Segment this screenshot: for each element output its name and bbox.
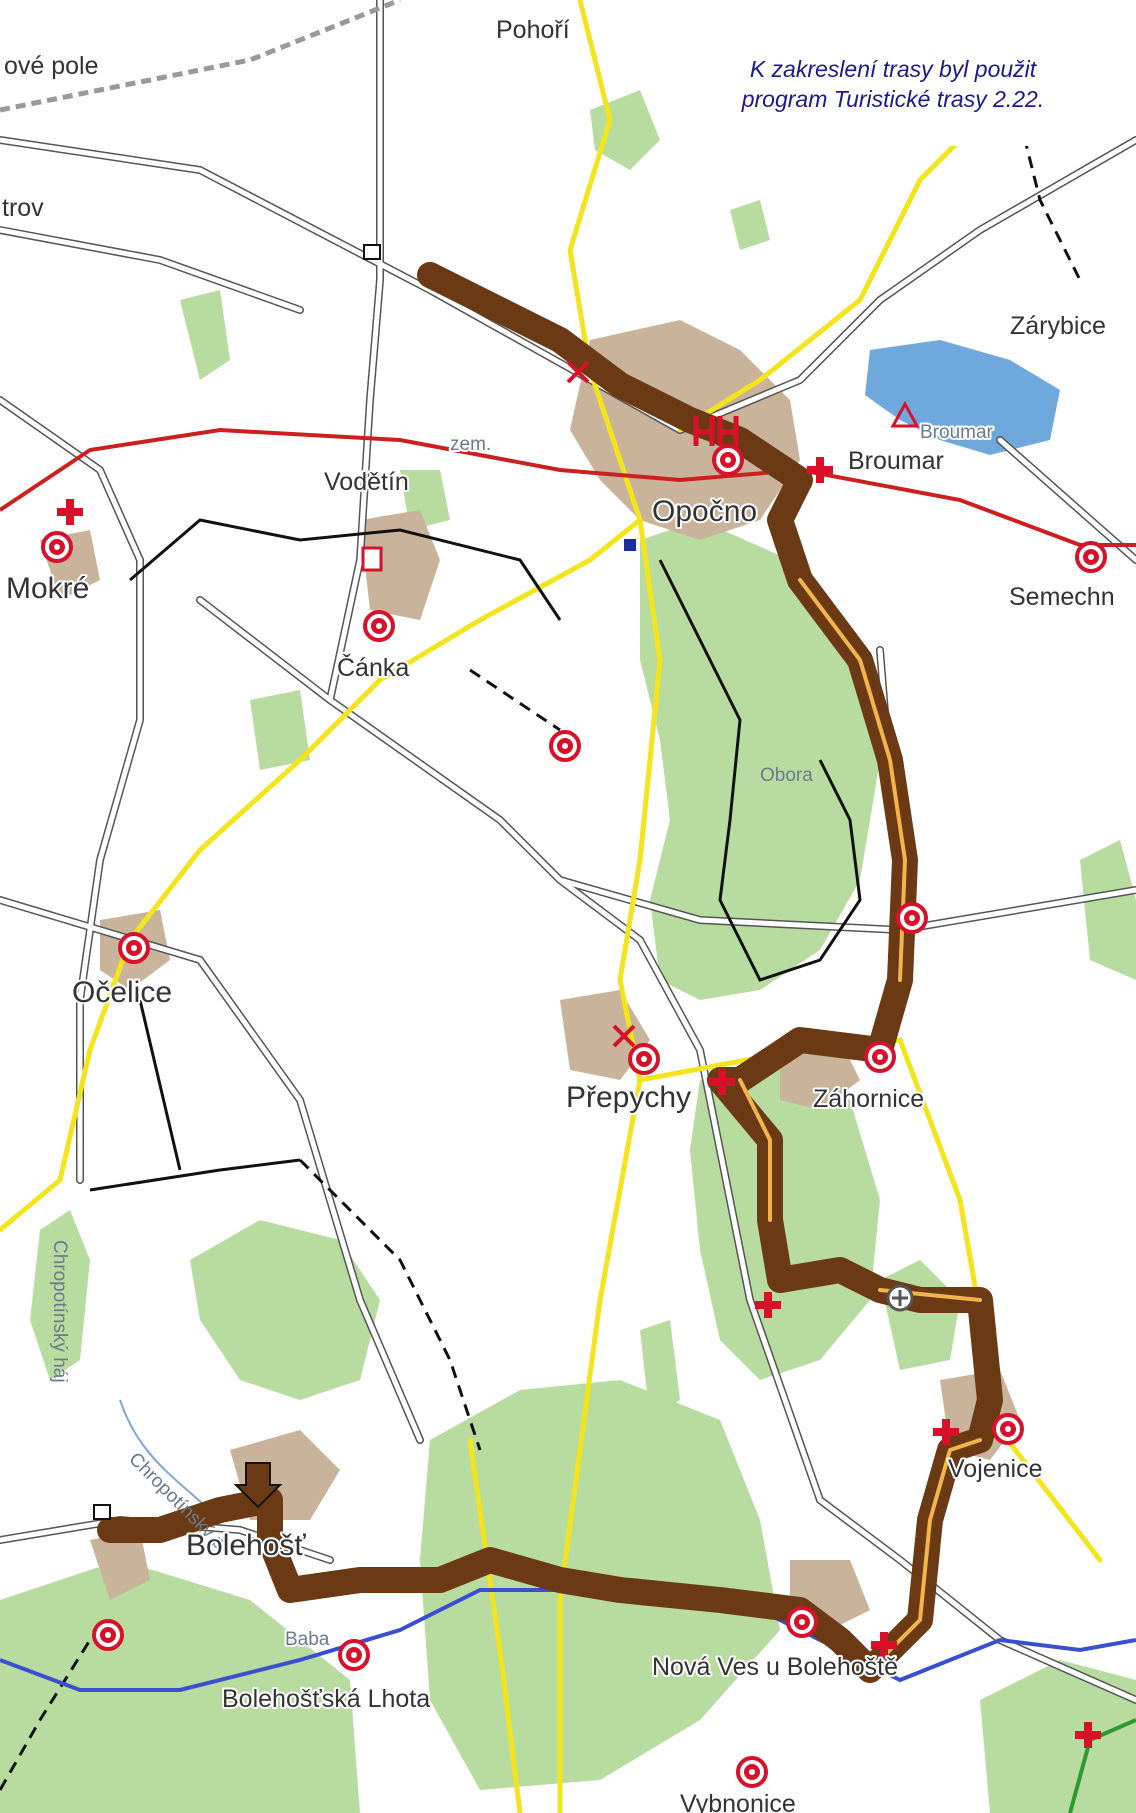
tour-point-icon — [549, 730, 581, 762]
tour-point-icon — [736, 1756, 768, 1788]
forest-areas — [0, 90, 1136, 1813]
tour-point-icon — [338, 1639, 370, 1671]
tour-point-icon — [992, 1413, 1024, 1445]
label-obora: Obora — [760, 765, 813, 786]
tour-point-icon — [712, 444, 744, 476]
label-broumar: Broumar — [848, 447, 944, 475]
label-ocelice: Očelice — [72, 976, 172, 1009]
label-vodetin: Vodětín — [324, 468, 409, 496]
label-prepychy: Přepychy — [566, 1081, 691, 1114]
camp-icon — [890, 400, 920, 428]
tour-point-icon — [1075, 541, 1107, 573]
credit-note: K zakreslení trasy byl použit program Tu… — [678, 22, 1108, 146]
label-semechnice: Semechn — [1009, 583, 1115, 611]
tour-point-icon — [786, 1606, 818, 1638]
planned-route — [97, 262, 1003, 1683]
label-vybnonice: Vybnonice — [680, 1790, 796, 1813]
bus-stop-icon — [93, 1504, 111, 1520]
start-arrow-icon — [233, 1462, 283, 1509]
label-opocno: Opočno — [652, 495, 757, 528]
label-bolehostska-lhota: Bolehošťská Lhota — [222, 1685, 430, 1713]
tour-point-icon — [41, 531, 73, 563]
tour-point-icon — [363, 610, 395, 642]
battlefield-icon — [612, 1024, 636, 1048]
label-trov: trov — [2, 194, 44, 222]
railway — [0, 0, 401, 113]
bus-stop-icon — [363, 244, 381, 260]
credit-line-1: K zakreslení trasy byl použit — [749, 56, 1037, 82]
label-baba: Baba — [285, 1629, 330, 1650]
red-trail — [0, 427, 1136, 547]
label-bolehost: Bolehošť — [186, 1529, 306, 1562]
label-pohori: Pohoří — [496, 16, 570, 44]
place-labels: Pohoří ové pole trov Zárybice Broumar Br… — [0, 14, 1117, 1813]
tour-point-icon — [92, 1619, 124, 1651]
dashed-paths — [0, 39, 1082, 1791]
castle-icon — [361, 546, 383, 572]
label-pole: ové pole — [4, 52, 99, 80]
tour-point-icon — [118, 932, 150, 964]
label-zarybice: Zárybice — [1010, 312, 1106, 340]
label-zahornice: Záhornice — [813, 1085, 924, 1113]
label-mokre: Mokré — [6, 572, 89, 605]
label-canka: Čánka — [337, 653, 409, 682]
label-zem: zem. — [450, 434, 491, 455]
tour-point-icon — [896, 902, 928, 934]
bus-stop-icon — [624, 539, 636, 551]
black-paths — [89, 518, 862, 1192]
tour-point-icon — [628, 1043, 660, 1075]
battlefield-icon — [566, 360, 590, 384]
castle-icon — [693, 416, 739, 446]
credit-line-2: program Turistické trasy 2.22. — [741, 86, 1045, 112]
castle-icon — [886, 1284, 914, 1312]
label-chropotinsky-haj: Chropotínský háj — [49, 1240, 70, 1383]
label-vojenice: Vojenice — [948, 1455, 1043, 1483]
label-broumar-pond: Broumar — [920, 422, 994, 443]
tour-point-icon — [864, 1041, 896, 1073]
label-nova-ves: Nová Ves u Bolehoště — [652, 1653, 898, 1681]
